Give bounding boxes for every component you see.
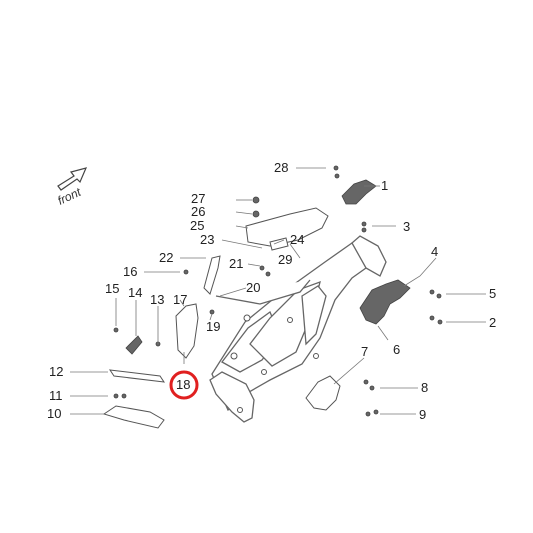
callout-1: 1 <box>381 178 388 193</box>
callout-12: 12 <box>49 364 63 379</box>
callout-15: 15 <box>105 281 119 296</box>
part-18-guard <box>175 303 199 359</box>
frame-cover <box>245 207 329 247</box>
callout-28: 28 <box>274 160 288 175</box>
callout-9: 9 <box>419 407 426 422</box>
callout-6: 6 <box>393 342 400 357</box>
callout-10: 10 <box>47 406 61 421</box>
callout-2: 2 <box>489 315 496 330</box>
callout-3: 3 <box>403 219 410 234</box>
callout-20: 20 <box>246 280 260 295</box>
callout-8: 8 <box>421 380 428 395</box>
part-12-bar <box>108 369 166 383</box>
callout-5: 5 <box>489 286 496 301</box>
callout-11: 11 <box>49 388 63 403</box>
leader-lines <box>70 167 486 415</box>
part-14-clip <box>125 335 143 355</box>
front-direction-indicator: front <box>55 167 88 208</box>
front-arrow-icon <box>57 167 88 191</box>
callout-25: 25 <box>190 218 204 233</box>
hardware-fasteners <box>113 165 443 417</box>
callout-17: 17 <box>173 292 187 307</box>
part-4-mount <box>359 279 411 325</box>
part-22-strip <box>203 255 221 295</box>
part-7-plate <box>305 375 341 411</box>
highlight-ring-18 <box>169 370 199 400</box>
callout-22: 22 <box>159 250 173 265</box>
part-24-small <box>269 237 289 251</box>
callout-29: 29 <box>278 252 292 267</box>
main-frame <box>209 235 387 423</box>
callout-14: 14 <box>128 285 142 300</box>
callout-27: 27 <box>191 191 205 206</box>
callout-4: 4 <box>431 244 438 259</box>
part-1-bracket <box>341 179 377 205</box>
callout-23: 23 <box>200 232 214 247</box>
callout-7: 7 <box>361 344 368 359</box>
callout-labels: 1 2 3 4 5 6 7 8 9 10 11 12 13 14 15 16 1… <box>47 160 496 422</box>
callout-19: 19 <box>206 319 220 334</box>
callout-26: 26 <box>191 204 205 219</box>
callout-13: 13 <box>150 292 164 307</box>
callout-18: 18 <box>176 377 190 392</box>
callout-16: 16 <box>123 264 137 279</box>
callout-21: 21 <box>229 256 243 271</box>
part-10-rail <box>102 405 165 429</box>
callout-24: 24 <box>290 232 304 247</box>
